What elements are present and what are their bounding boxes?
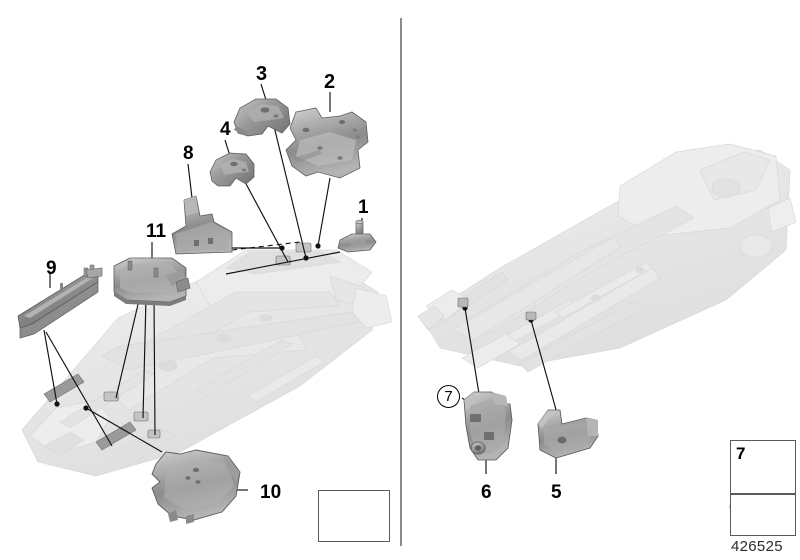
legend-nut-box [730, 440, 796, 494]
mount-hardware-right [457, 297, 537, 321]
callout-8: 8 [183, 143, 194, 164]
part-5-bracket [537, 409, 599, 459]
part-4-cover [209, 152, 255, 187]
callout-2: 2 [324, 71, 336, 93]
callout-9: 9 [46, 258, 57, 279]
callout-7-circled: 7 [437, 385, 460, 408]
assembly-dash-line-left [231, 241, 301, 251]
callout-3: 3 [256, 63, 268, 85]
part-8-bracket [171, 195, 233, 255]
part-3-cover [233, 98, 291, 137]
part-9-rail [17, 264, 103, 339]
leader-lines-left [43, 83, 363, 491]
callout-10: 10 [260, 482, 282, 503]
legend-arrow-box [730, 494, 796, 536]
callout-4: 4 [220, 119, 231, 140]
part-11-bracket [113, 257, 191, 306]
callout-6: 6 [481, 482, 492, 503]
callout-11: 11 [146, 221, 167, 242]
part-10-shield [151, 449, 241, 524]
legend-nut-number: 7 [736, 444, 746, 463]
ghost-body-right [417, 143, 797, 373]
callout-5: 5 [551, 482, 562, 503]
part-6-bracket [463, 391, 513, 461]
orientation-arrow-box [318, 490, 390, 542]
part-2-bracket [285, 107, 369, 179]
callout-1: 1 [358, 197, 369, 218]
part-1-stud [337, 219, 377, 253]
diagram-id-label: 426525 [731, 538, 783, 555]
